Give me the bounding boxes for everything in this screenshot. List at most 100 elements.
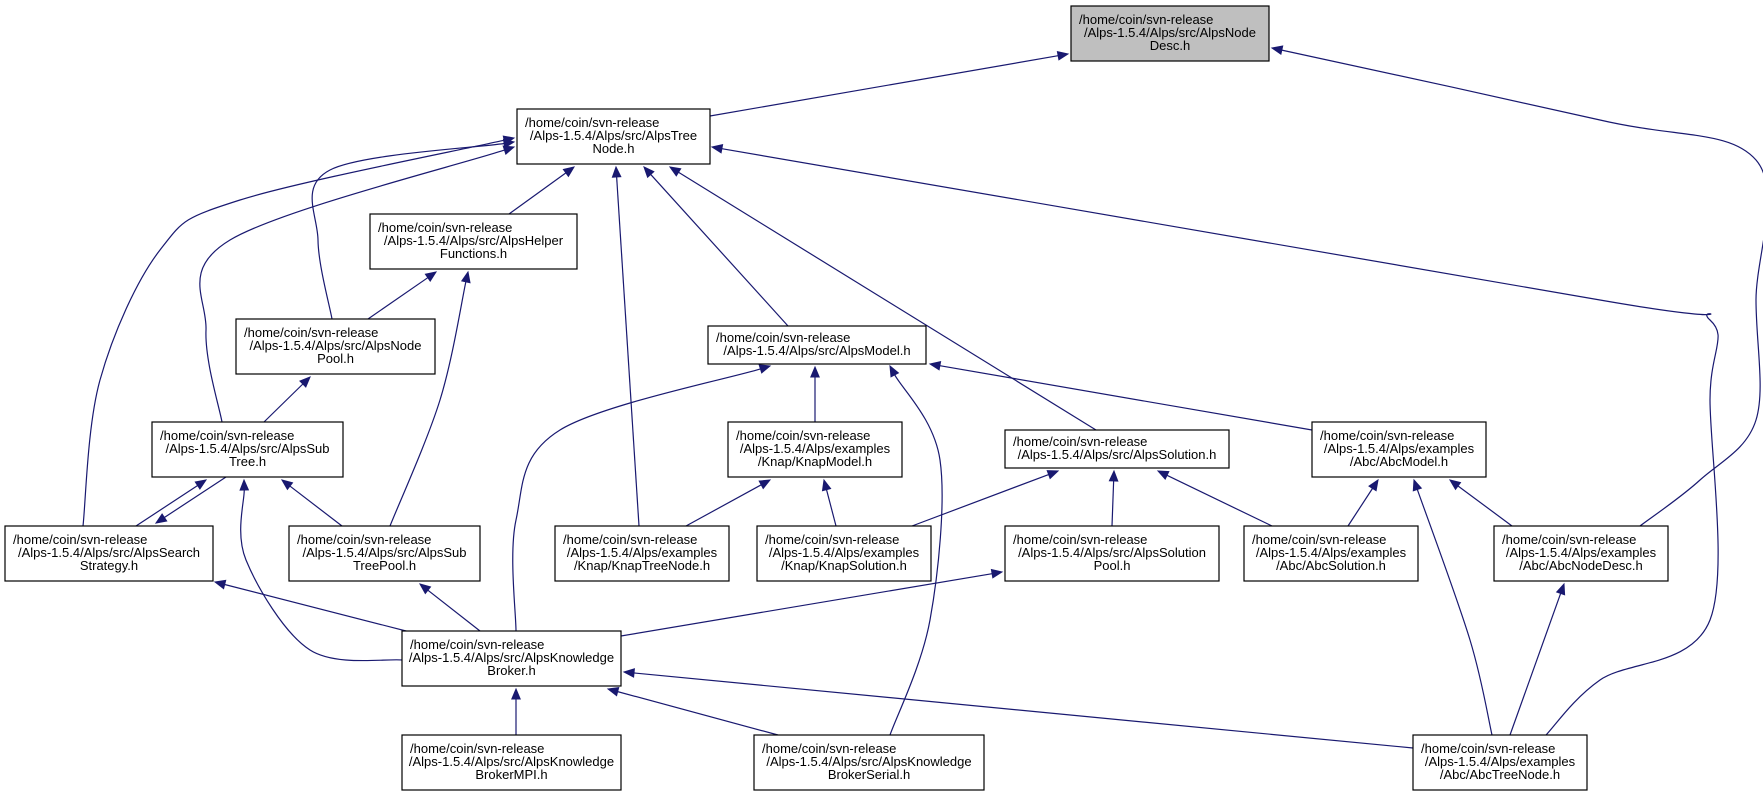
node-NodeDesc[interactable]: /home/coin/svn-release/Alps-1.5.4/Alps/s… [1070, 5, 1270, 62]
edge-line [240, 489, 403, 662]
node-label-line: /home/coin/svn-release [13, 532, 147, 547]
node-KnapModel[interactable]: /home/coin/svn-release/Alps-1.5.4/Alps/e… [727, 421, 903, 478]
node-AbcTreeNode[interactable]: /home/coin/svn-release/Alps-1.5.4/Alps/e… [1412, 734, 1588, 791]
node-box [151, 421, 344, 478]
edge-line [911, 473, 1049, 527]
node-SearchStrategy[interactable]: /home/coin/svn-release/Alps-1.5.4/Alps/s… [4, 525, 214, 582]
arrowhead [643, 166, 655, 179]
edge-SubTreePool-to-HelperFunctions [389, 270, 471, 527]
node-box [753, 734, 985, 791]
node-label-line: /Alps-1.5.4/Alps/examples [1256, 545, 1407, 560]
edge-line [633, 672, 1414, 749]
node-label-line: /Alps-1.5.4/Alps/src/AlpsKnowledge [409, 754, 614, 769]
node-box [401, 734, 622, 791]
arrowhead [758, 364, 772, 374]
node-label-line: Pool.h [1094, 558, 1131, 573]
edge-line [825, 489, 837, 527]
node-KnowledgeBrokerMPI[interactable]: /home/coin/svn-release/Alps-1.5.4/Alps/s… [401, 734, 622, 791]
node-label-line: /home/coin/svn-release [563, 532, 697, 547]
edge-AbcModel-to-Model [928, 360, 1313, 431]
edge-KnapSolution-to-KnapModel [821, 478, 837, 527]
edge-line [135, 484, 198, 527]
node-label-line: /home/coin/svn-release [1079, 12, 1213, 27]
node-NodePool[interactable]: /home/coin/svn-release/Alps-1.5.4/Alps/s… [235, 318, 436, 375]
node-label-line: /home/coin/svn-release [1421, 741, 1555, 756]
edge-KnowledgeBrokerSerial-to-Model [889, 364, 943, 736]
edge-AbcSolution-to-Solution [1156, 470, 1273, 527]
node-box [235, 318, 436, 375]
edge-NodePool-to-HelperFunctions [367, 271, 438, 320]
arrowhead [460, 270, 471, 284]
edge-KnapTreeNode-to-KnapModel [685, 479, 772, 527]
node-box [1004, 429, 1230, 469]
edge-line [224, 583, 411, 633]
arrowhead [1056, 50, 1070, 61]
arrowhead [710, 143, 724, 154]
node-label-line: /Knap/KnapModel.h [758, 454, 872, 469]
node-box [1004, 525, 1220, 582]
node-Solution[interactable]: /home/coin/svn-release/Alps-1.5.4/Alps/s… [1004, 429, 1230, 469]
node-HelperFunctions[interactable]: /home/coin/svn-release/Alps-1.5.4/Alps/s… [369, 213, 578, 270]
edge-line [1111, 480, 1115, 527]
node-AbcNodeDesc[interactable]: /home/coin/svn-release/Alps-1.5.4/Alps/e… [1493, 525, 1669, 582]
node-label-line: /home/coin/svn-release [1320, 428, 1454, 443]
node-box [707, 325, 927, 365]
node-AbcModel[interactable]: /home/coin/svn-release/Alps-1.5.4/Alps/e… [1311, 421, 1487, 478]
node-box [1243, 525, 1419, 582]
arrowhead [280, 479, 294, 491]
node-box [1311, 421, 1487, 478]
arrowhead [502, 145, 516, 155]
arrowhead [194, 479, 208, 490]
node-KnapSolution[interactable]: /home/coin/svn-release/Alps-1.5.4/Alps/e… [756, 525, 932, 582]
node-label-line: /home/coin/svn-release [244, 325, 378, 340]
node-box [727, 421, 903, 478]
node-TreeNode[interactable]: /home/coin/svn-release/Alps-1.5.4/Alps/s… [516, 108, 711, 165]
arrowhead [1156, 470, 1170, 480]
node-label-line: /Knap/KnapSolution.h [781, 558, 907, 573]
node-SubTree[interactable]: /home/coin/svn-release/Alps-1.5.4/Alps/s… [151, 421, 344, 478]
arrowhead [418, 583, 432, 595]
edge-line [1457, 485, 1513, 527]
node-SubTreePool[interactable]: /home/coin/svn-release/Alps-1.5.4/Alps/s… [288, 525, 481, 582]
edge-SubTreePool-to-SubTree [280, 479, 343, 527]
node-label-line: /Alps-1.5.4/Alps/examples [567, 545, 718, 560]
arrowhead [424, 271, 438, 283]
edge-AbcTreeNode-to-TreeNode [710, 143, 1719, 736]
node-KnapTreeNode[interactable]: /home/coin/svn-release/Alps-1.5.4/Alps/e… [554, 525, 730, 582]
node-label-line: TreePool.h [353, 558, 416, 573]
arrowhead [990, 568, 1004, 579]
node-label-line: /home/coin/svn-release [762, 741, 896, 756]
edge-Model-to-TreeNode [643, 166, 789, 327]
node-label-line: /Alps-1.5.4/Alps/examples [1425, 754, 1576, 769]
node-SolutionPool[interactable]: /home/coin/svn-release/Alps-1.5.4/Alps/s… [1004, 525, 1220, 582]
edge-line [616, 176, 640, 527]
node-label-line: /Alps-1.5.4/Alps/src/AlpsNode [1084, 25, 1256, 40]
edge-AbcNodeDesc-to-AbcModel [1448, 479, 1513, 527]
edge-TreeNode-to-NodeDesc [709, 50, 1070, 117]
arrowhead [502, 135, 516, 146]
node-box [554, 525, 730, 582]
node-label-line: /Abc/AbcSolution.h [1276, 558, 1386, 573]
node-label-line: /Knap/KnapTreeNode.h [574, 558, 710, 573]
node-box [288, 525, 481, 582]
arrowhead [611, 165, 622, 178]
node-label-line: /home/coin/svn-release [736, 428, 870, 443]
edge-line [889, 374, 943, 736]
edge-line [508, 172, 567, 215]
node-KnowledgeBroker[interactable]: /home/coin/svn-release/Alps-1.5.4/Alps/s… [401, 630, 622, 687]
node-label-line: /home/coin/svn-release [1013, 532, 1147, 547]
node-AbcSolution[interactable]: /home/coin/svn-release/Alps-1.5.4/Alps/e… [1243, 525, 1419, 582]
node-Model[interactable]: /home/coin/svn-release/Alps-1.5.4/Alps/s… [707, 325, 927, 365]
edge-line [164, 476, 227, 519]
node-KnowledgeBrokerSerial[interactable]: /home/coin/svn-release/Alps-1.5.4/Alps/s… [753, 734, 985, 791]
node-label-line: /Alps-1.5.4/Alps/src/AlpsKnowledge [409, 650, 614, 665]
node-label-line: /Alps-1.5.4/Alps/src/AlpsSub [302, 545, 466, 560]
edge-KnowledgeBroker-to-SubTreePool [418, 583, 481, 632]
node-label-line: /Abc/AbcNodeDesc.h [1519, 558, 1643, 573]
edge-line [289, 485, 343, 527]
node-label-line: /Alps-1.5.4/Alps/examples [769, 545, 920, 560]
node-label-line: /Abc/AbcModel.h [1350, 454, 1448, 469]
edge-KnowledgeBroker-to-SearchStrategy [213, 579, 411, 633]
edge-line [650, 174, 789, 327]
node-box [516, 108, 711, 165]
